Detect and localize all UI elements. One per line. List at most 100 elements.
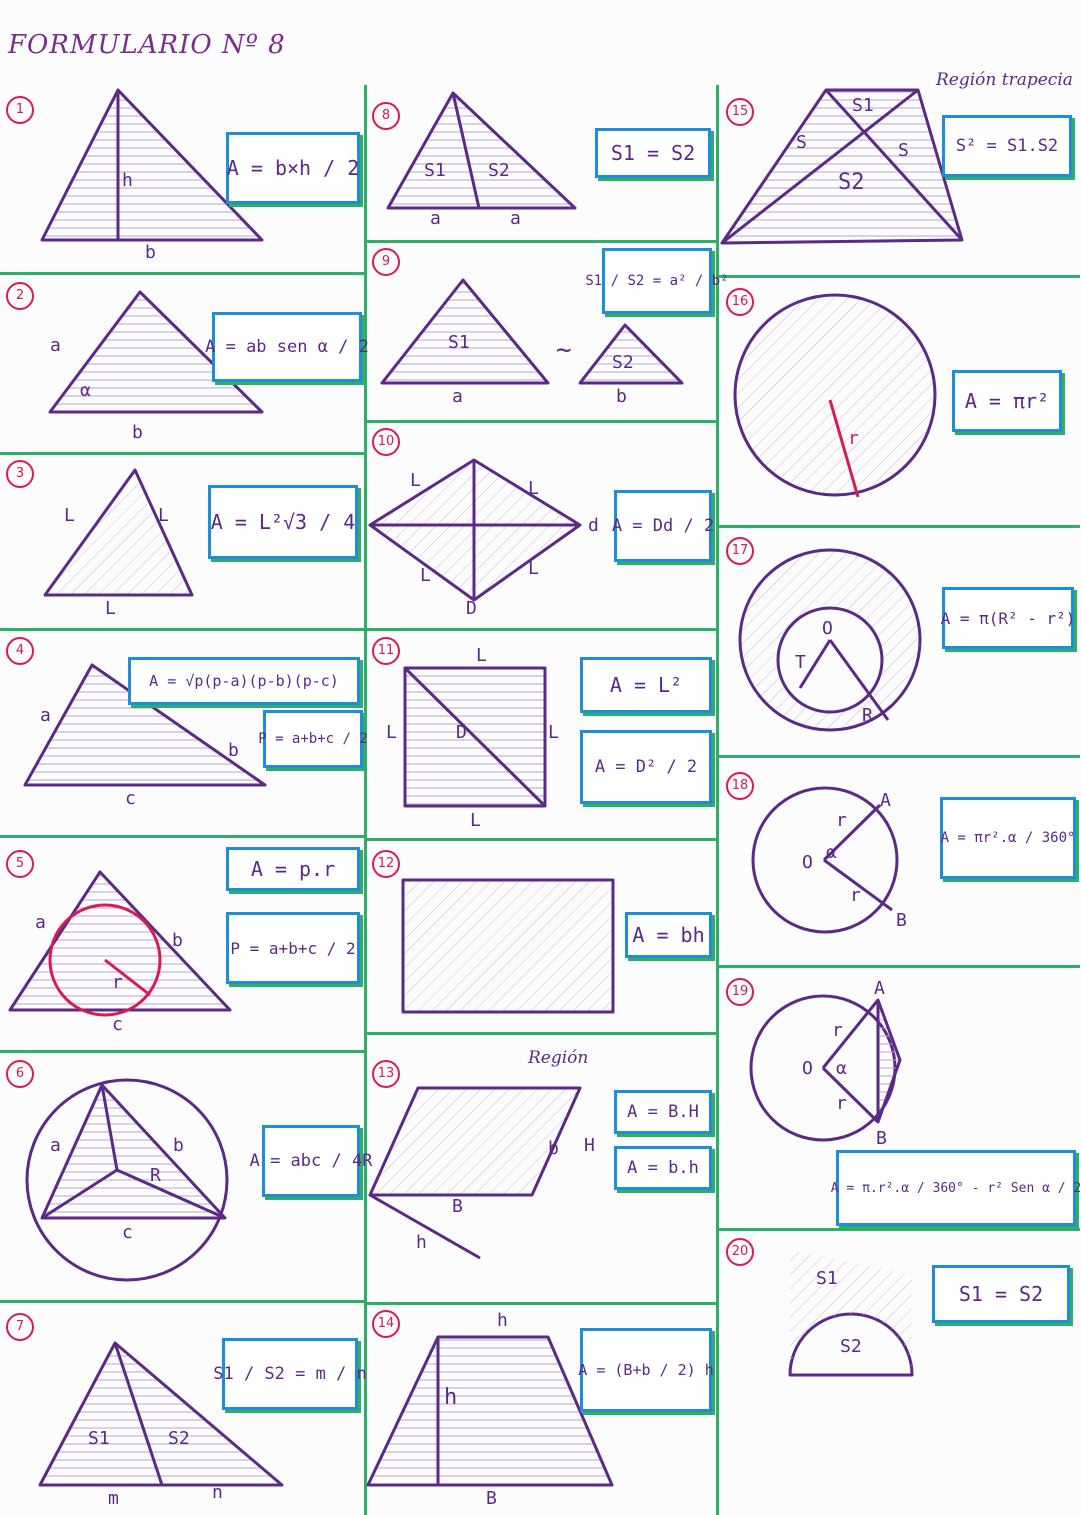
figure-label: c xyxy=(122,1222,133,1243)
region-note: Región trapecia xyxy=(936,70,1073,90)
figure-label: S1 xyxy=(448,332,470,353)
row-divider xyxy=(719,965,1080,968)
item-number: 8 xyxy=(372,102,400,130)
item-number: 17 xyxy=(726,537,754,565)
figure-label: α xyxy=(836,1058,847,1079)
row-divider xyxy=(367,420,716,423)
figure-label: L xyxy=(158,505,169,526)
column-divider xyxy=(364,85,367,1515)
item-number: 5 xyxy=(6,850,34,878)
figure-label: b xyxy=(145,242,156,263)
figure-label: a xyxy=(50,335,61,356)
figure-label: B xyxy=(452,1196,463,1217)
row-divider xyxy=(367,240,716,243)
item-number: 12 xyxy=(372,850,400,878)
item-number: 3 xyxy=(6,460,34,488)
figure-label: r xyxy=(850,885,861,906)
figure-label: a xyxy=(35,912,46,933)
item-number: 18 xyxy=(726,772,754,800)
formula-box: A = B.H xyxy=(614,1090,712,1134)
item-number: 4 xyxy=(6,637,34,665)
formula-box: S1 = S2 xyxy=(932,1265,1070,1323)
row-divider xyxy=(719,275,1080,278)
figure-label: A xyxy=(874,978,885,999)
figure-label: D xyxy=(456,722,467,743)
formula-box: S² = S1.S2 xyxy=(942,115,1072,177)
figure-label: L xyxy=(476,645,487,666)
formula-box: A = Dd / 2 xyxy=(612,490,714,562)
formula-box: S1 / S2 = a² / b² xyxy=(585,248,729,314)
formula-box: P = a+b+c / 2 xyxy=(226,912,360,984)
figure-label: c xyxy=(112,1014,123,1035)
figure-label: A xyxy=(880,790,891,811)
figure-label: L xyxy=(548,722,559,743)
row-divider xyxy=(367,1032,716,1035)
figure-label: R xyxy=(862,705,873,726)
page-title: FORMULARIO Nº 8 xyxy=(8,30,286,60)
item-number: 9 xyxy=(372,248,400,276)
figure-label: a xyxy=(430,208,441,229)
item-number: 11 xyxy=(372,637,400,665)
formula-box: A = abc / 4R xyxy=(250,1125,372,1197)
formula-box: A = L² xyxy=(580,657,712,713)
formula-box: A = L²√3 / 4 xyxy=(208,485,358,559)
figure-label: h xyxy=(416,1232,427,1253)
figure-label: b xyxy=(132,422,143,443)
formula-box: A = π(R² - r²) xyxy=(941,587,1075,649)
figure-label: c xyxy=(125,788,136,809)
figure-label: B xyxy=(876,1128,887,1149)
figure-label: T xyxy=(795,652,806,673)
figure-label: S xyxy=(898,140,909,161)
figure-label: b xyxy=(616,386,627,407)
figure-label: L xyxy=(528,558,539,579)
figure-label: r xyxy=(848,428,859,449)
row-divider xyxy=(0,1300,364,1303)
figure-label: S2 xyxy=(840,1336,862,1357)
formula-box: A = bh xyxy=(625,912,712,958)
figure-label: L xyxy=(420,565,431,586)
figure-label: d xyxy=(588,515,599,536)
figure-label: S1 xyxy=(816,1268,838,1289)
figure-label: ~ xyxy=(556,335,572,365)
row-divider xyxy=(367,1302,716,1305)
figure-label: b xyxy=(173,1135,184,1156)
item-number: 7 xyxy=(6,1313,34,1341)
formula-box: A = D² / 2 xyxy=(580,730,712,804)
formula-box: S1 / S2 = m / n xyxy=(213,1338,367,1410)
figure-label: h xyxy=(497,1310,508,1331)
formula-box: A = p.r xyxy=(226,847,360,891)
row-divider xyxy=(719,525,1080,528)
row-divider xyxy=(0,628,364,631)
figure-label: b xyxy=(172,930,183,951)
item-number: 15 xyxy=(726,98,754,126)
formula-box: A = b×h / 2 xyxy=(226,132,360,204)
figure-label: a xyxy=(452,386,463,407)
figure-label: m xyxy=(108,1488,119,1509)
row-divider xyxy=(0,1050,364,1053)
formula-box: A = πr² xyxy=(952,370,1062,432)
row-divider xyxy=(719,755,1080,758)
figure-label: a xyxy=(510,208,521,229)
figure-label: L xyxy=(528,478,539,499)
figure-label: a xyxy=(50,1135,61,1156)
figure-label: B xyxy=(486,1488,497,1509)
figure-label: H xyxy=(584,1135,595,1156)
formula-box: S1 = S2 xyxy=(595,128,711,178)
row-divider xyxy=(719,1228,1080,1231)
figure-label: O xyxy=(822,618,833,639)
figure-label: L xyxy=(105,598,116,619)
figure-label: a xyxy=(40,705,51,726)
formula-box: A = b.h xyxy=(614,1146,712,1190)
figure-label: S2 xyxy=(168,1428,190,1449)
figure-label: h xyxy=(444,1385,458,1410)
figure-label: n xyxy=(212,1482,223,1503)
column-divider xyxy=(716,85,719,1515)
item-number: 6 xyxy=(6,1060,34,1088)
figure-label: h xyxy=(122,170,133,191)
figure-label: S2 xyxy=(838,170,865,195)
figure-label: α xyxy=(80,380,91,401)
figure-label: L xyxy=(64,505,75,526)
item-number: 2 xyxy=(6,282,34,310)
formula-box: A = (B+b / 2) h xyxy=(578,1328,714,1412)
